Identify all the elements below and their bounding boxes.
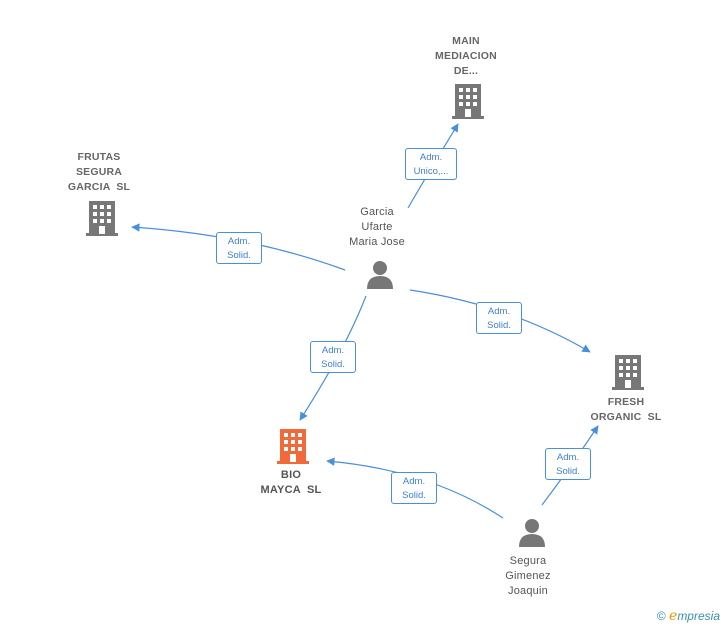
node-label-garcia-ufarte[interactable]: Garcia Ufarte Maria Jose: [349, 206, 405, 248]
node-label-frutas-segura[interactable]: FRUTAS SEGURA GARCIA SL: [67, 151, 131, 193]
node-label-bio-mayca[interactable]: BIO MAYCA SL: [260, 469, 322, 496]
copyright-icon: ©: [656, 609, 666, 623]
building-icon[interactable]: [452, 84, 484, 125]
brand-name: mpresia: [677, 609, 720, 623]
building-icon[interactable]: [86, 201, 118, 242]
edge-label-garcia-main[interactable]: Adm. Unico,...: [405, 148, 457, 180]
person-icon[interactable]: [517, 518, 547, 553]
edge-label-garcia-bio[interactable]: Adm. Solid.: [310, 341, 356, 373]
edge-label-garcia-fresh[interactable]: Adm. Solid.: [476, 302, 522, 334]
brand-logo-initial: e: [669, 608, 678, 624]
brand-footer: © empresia: [657, 608, 720, 624]
node-label-segura-gimenez[interactable]: Segura Gimenez Joaquin: [505, 555, 551, 597]
person-icon[interactable]: [365, 260, 395, 295]
building-icon-highlight[interactable]: [277, 429, 309, 470]
edge-label-segura-fresh[interactable]: Adm. Solid.: [545, 448, 591, 480]
building-icon[interactable]: [612, 355, 644, 396]
node-label-fresh-organic[interactable]: FRESH ORGANIC SL: [590, 396, 662, 423]
edge-label-segura-bio[interactable]: Adm. Solid.: [391, 472, 437, 504]
edge-label-garcia-frutas[interactable]: Adm. Solid.: [216, 232, 262, 264]
node-label-main-mediacion[interactable]: MAIN MEDIACION DE...: [435, 35, 497, 77]
